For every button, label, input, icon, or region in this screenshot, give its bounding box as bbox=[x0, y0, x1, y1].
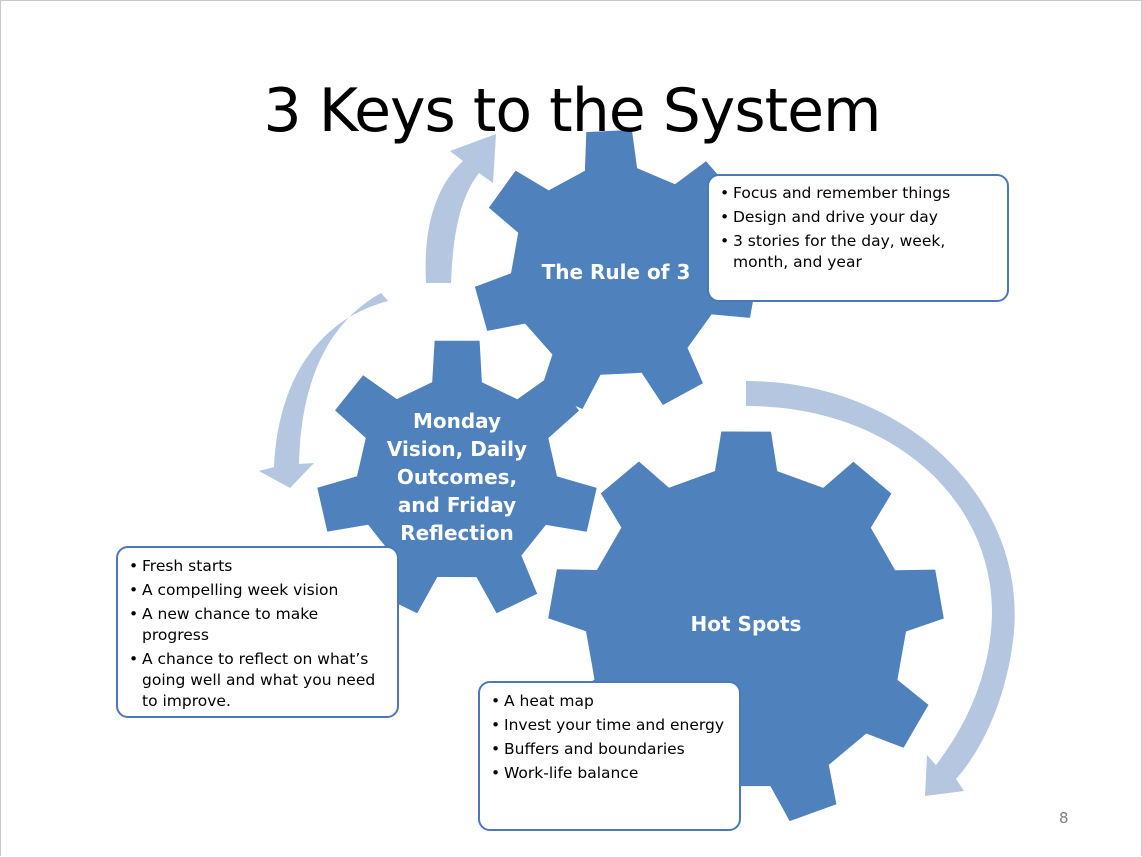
list-item: A compelling week vision bbox=[129, 580, 387, 601]
arrow-curve-top bbox=[425, 134, 496, 283]
gear-label-line: Vision, Daily bbox=[386, 437, 528, 461]
gear-label-hot-spots: Hot Spots bbox=[661, 609, 831, 639]
gear-label-line: Monday bbox=[412, 409, 502, 433]
rule-of-3-box: Focus and remember things Design and dri… bbox=[707, 174, 1009, 302]
list-item: Fresh starts bbox=[129, 556, 387, 577]
list-item: Invest your time and energy bbox=[491, 715, 729, 736]
hot-spots-box: A heat map Invest your time and energy B… bbox=[478, 681, 741, 831]
monday-vision-list: Fresh starts A compelling week vision A … bbox=[128, 556, 387, 712]
monday-vision-box: Fresh starts A compelling week vision A … bbox=[116, 546, 399, 718]
gear-label-line: Outcomes, bbox=[396, 465, 518, 489]
gear-label-monday-vision: Monday Vision, Daily Outcomes, and Frida… bbox=[371, 407, 543, 547]
arrow-curve-left bbox=[259, 293, 388, 488]
list-item: 3 stories for the day, week, month, and … bbox=[720, 231, 997, 273]
list-item: Design and drive your day bbox=[720, 207, 997, 228]
list-item: A new chance to make progress bbox=[129, 604, 387, 646]
gear-label-rule-of-3: The Rule of 3 bbox=[521, 257, 711, 287]
slide-title: 3 Keys to the System bbox=[263, 76, 882, 146]
list-item: Work-life balance bbox=[491, 763, 729, 784]
gear-monday-vision bbox=[317, 340, 597, 614]
list-item: Buffers and boundaries bbox=[491, 739, 729, 760]
gear-rule-of-3 bbox=[474, 129, 758, 409]
arrow-curve-right bbox=[746, 381, 1015, 796]
page-number: 8 bbox=[1059, 809, 1069, 827]
gear-label-line: Hot Spots bbox=[690, 612, 802, 636]
rule-of-3-list: Focus and remember things Design and dri… bbox=[719, 183, 997, 273]
list-item: Focus and remember things bbox=[720, 183, 997, 204]
list-item: A chance to reflect on what’s going well… bbox=[129, 649, 387, 712]
gear-label-line: The Rule of 3 bbox=[541, 260, 691, 284]
gear-label-line: Reflection bbox=[400, 521, 514, 545]
list-item: A heat map bbox=[491, 691, 729, 712]
hot-spots-list: A heat map Invest your time and energy B… bbox=[490, 691, 729, 784]
gear-label-line: and Friday bbox=[397, 493, 517, 517]
